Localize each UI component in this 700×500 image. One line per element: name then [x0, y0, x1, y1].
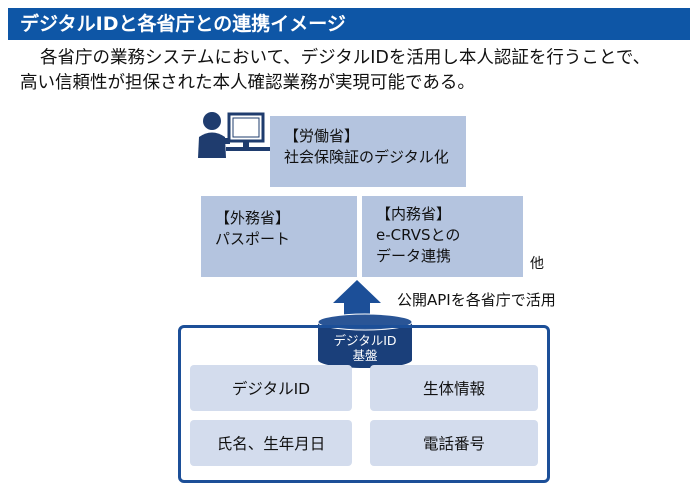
platform-label-line-1: デジタルID — [333, 333, 397, 348]
ministry-box-labor: 【労働省】 社会保険証のデジタル化 — [270, 116, 466, 187]
slide-title: デジタルIDと各省庁との連携イメージ — [8, 8, 690, 40]
field-digital-id: デジタルID — [190, 365, 352, 411]
ministry-service-foreign: パスポート — [215, 230, 291, 248]
description-line-1: 各省庁の業務システムにおいて、デジタルIDを活用し本人認証を行うことで、 — [40, 48, 651, 68]
ministry-service-interior-2: データ連携 — [376, 247, 452, 265]
field-phone-number: 電話番号 — [370, 420, 538, 466]
upward-arrow-icon — [333, 280, 381, 318]
description: 各省庁の業務システムにおいて、デジタルIDを活用し本人認証を行うことで、 高い信… — [20, 46, 690, 96]
platform-label-line-2: 基盤 — [352, 348, 378, 363]
ministry-name-labor: 【労働省】 — [284, 127, 360, 145]
ministry-name-foreign: 【外務省】 — [215, 209, 291, 227]
ministry-box-foreign: 【外務省】 パスポート — [201, 196, 357, 277]
ministry-service-labor: 社会保険証のデジタル化 — [284, 148, 449, 166]
api-usage-label: 公開APIを各省庁で活用 — [397, 291, 556, 309]
ministry-name-interior: 【内務省】 — [376, 205, 452, 223]
person-at-computer-icon — [198, 112, 270, 158]
field-biometrics: 生体情報 — [370, 365, 538, 411]
platform-label: デジタルID 基盤 — [322, 333, 408, 363]
description-line-2: 高い信頼性が担保された本人確認業務が実現可能である。 — [20, 73, 475, 93]
other-ministries-label: 他 — [530, 256, 544, 272]
digital-id-platform-frame — [178, 325, 550, 483]
ministry-box-interior: 【内務省】 e-CRVSとの データ連携 — [362, 196, 523, 277]
ministry-service-interior-1: e-CRVSとの — [376, 226, 461, 244]
field-name-birthdate: 氏名、生年月日 — [190, 420, 352, 466]
